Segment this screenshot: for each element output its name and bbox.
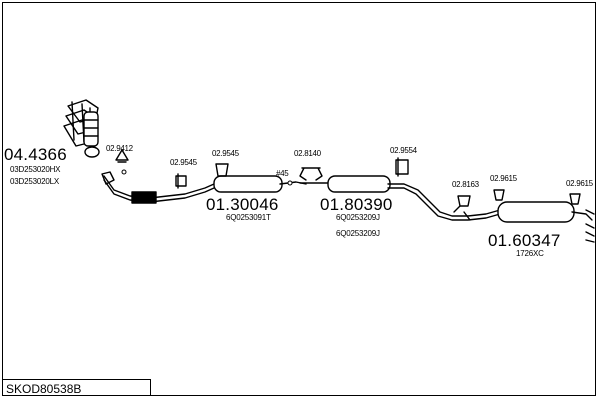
oe-number: 1726XC bbox=[516, 249, 544, 258]
rubber-02.8163 bbox=[457, 195, 471, 207]
front-muffler-drawing bbox=[213, 175, 283, 193]
accessory-number: 02.9412 bbox=[106, 144, 133, 153]
oe-number: 03D253020LX bbox=[10, 177, 59, 186]
flange-marker: #45 bbox=[276, 169, 289, 178]
diagram-border bbox=[2, 2, 596, 396]
rubber-02.9412 bbox=[115, 149, 129, 163]
accessory-number: 02.8163 bbox=[452, 180, 479, 189]
flex-joint bbox=[131, 191, 157, 204]
accessory-number: 02.9545 bbox=[170, 158, 197, 167]
diagram-code: SKOD80538B bbox=[6, 382, 82, 396]
rubber-02.9545-a bbox=[175, 173, 187, 189]
clamp-02.8140 bbox=[299, 167, 323, 181]
part-number-rear-muffler: 01.60347 bbox=[488, 231, 561, 250]
accessory-number: 02.8140 bbox=[294, 149, 321, 158]
part-number-middle-muffler: 01.80390 bbox=[320, 195, 393, 214]
oe-number: 6Q0253091T bbox=[226, 213, 271, 222]
rubber-02.9545-b bbox=[215, 163, 229, 177]
accessory-number: 02.9554 bbox=[390, 146, 417, 155]
oe-number: 6Q0253209J bbox=[336, 229, 380, 238]
rubber-02.9615-b bbox=[569, 193, 581, 205]
accessory-number: 02.9615 bbox=[490, 174, 517, 183]
middle-muffler-drawing bbox=[327, 175, 391, 193]
rear-muffler-drawing bbox=[497, 201, 575, 223]
oe-number: 6Q0253209J bbox=[336, 213, 380, 222]
accessory-number: 02.9615 bbox=[566, 179, 593, 188]
part-number-front-muffler: 01.30046 bbox=[206, 195, 279, 214]
part-number-manifold: 04.4366 bbox=[4, 145, 67, 164]
diagram-code-box bbox=[2, 379, 151, 396]
rubber-02.9554 bbox=[395, 157, 409, 177]
rubber-02.9615-a bbox=[493, 189, 505, 201]
accessory-number: 02.9545 bbox=[212, 149, 239, 158]
manifold-drawing bbox=[63, 99, 100, 158]
oe-number: 03D253020HX bbox=[10, 165, 61, 174]
rear-pipe bbox=[387, 183, 501, 217]
